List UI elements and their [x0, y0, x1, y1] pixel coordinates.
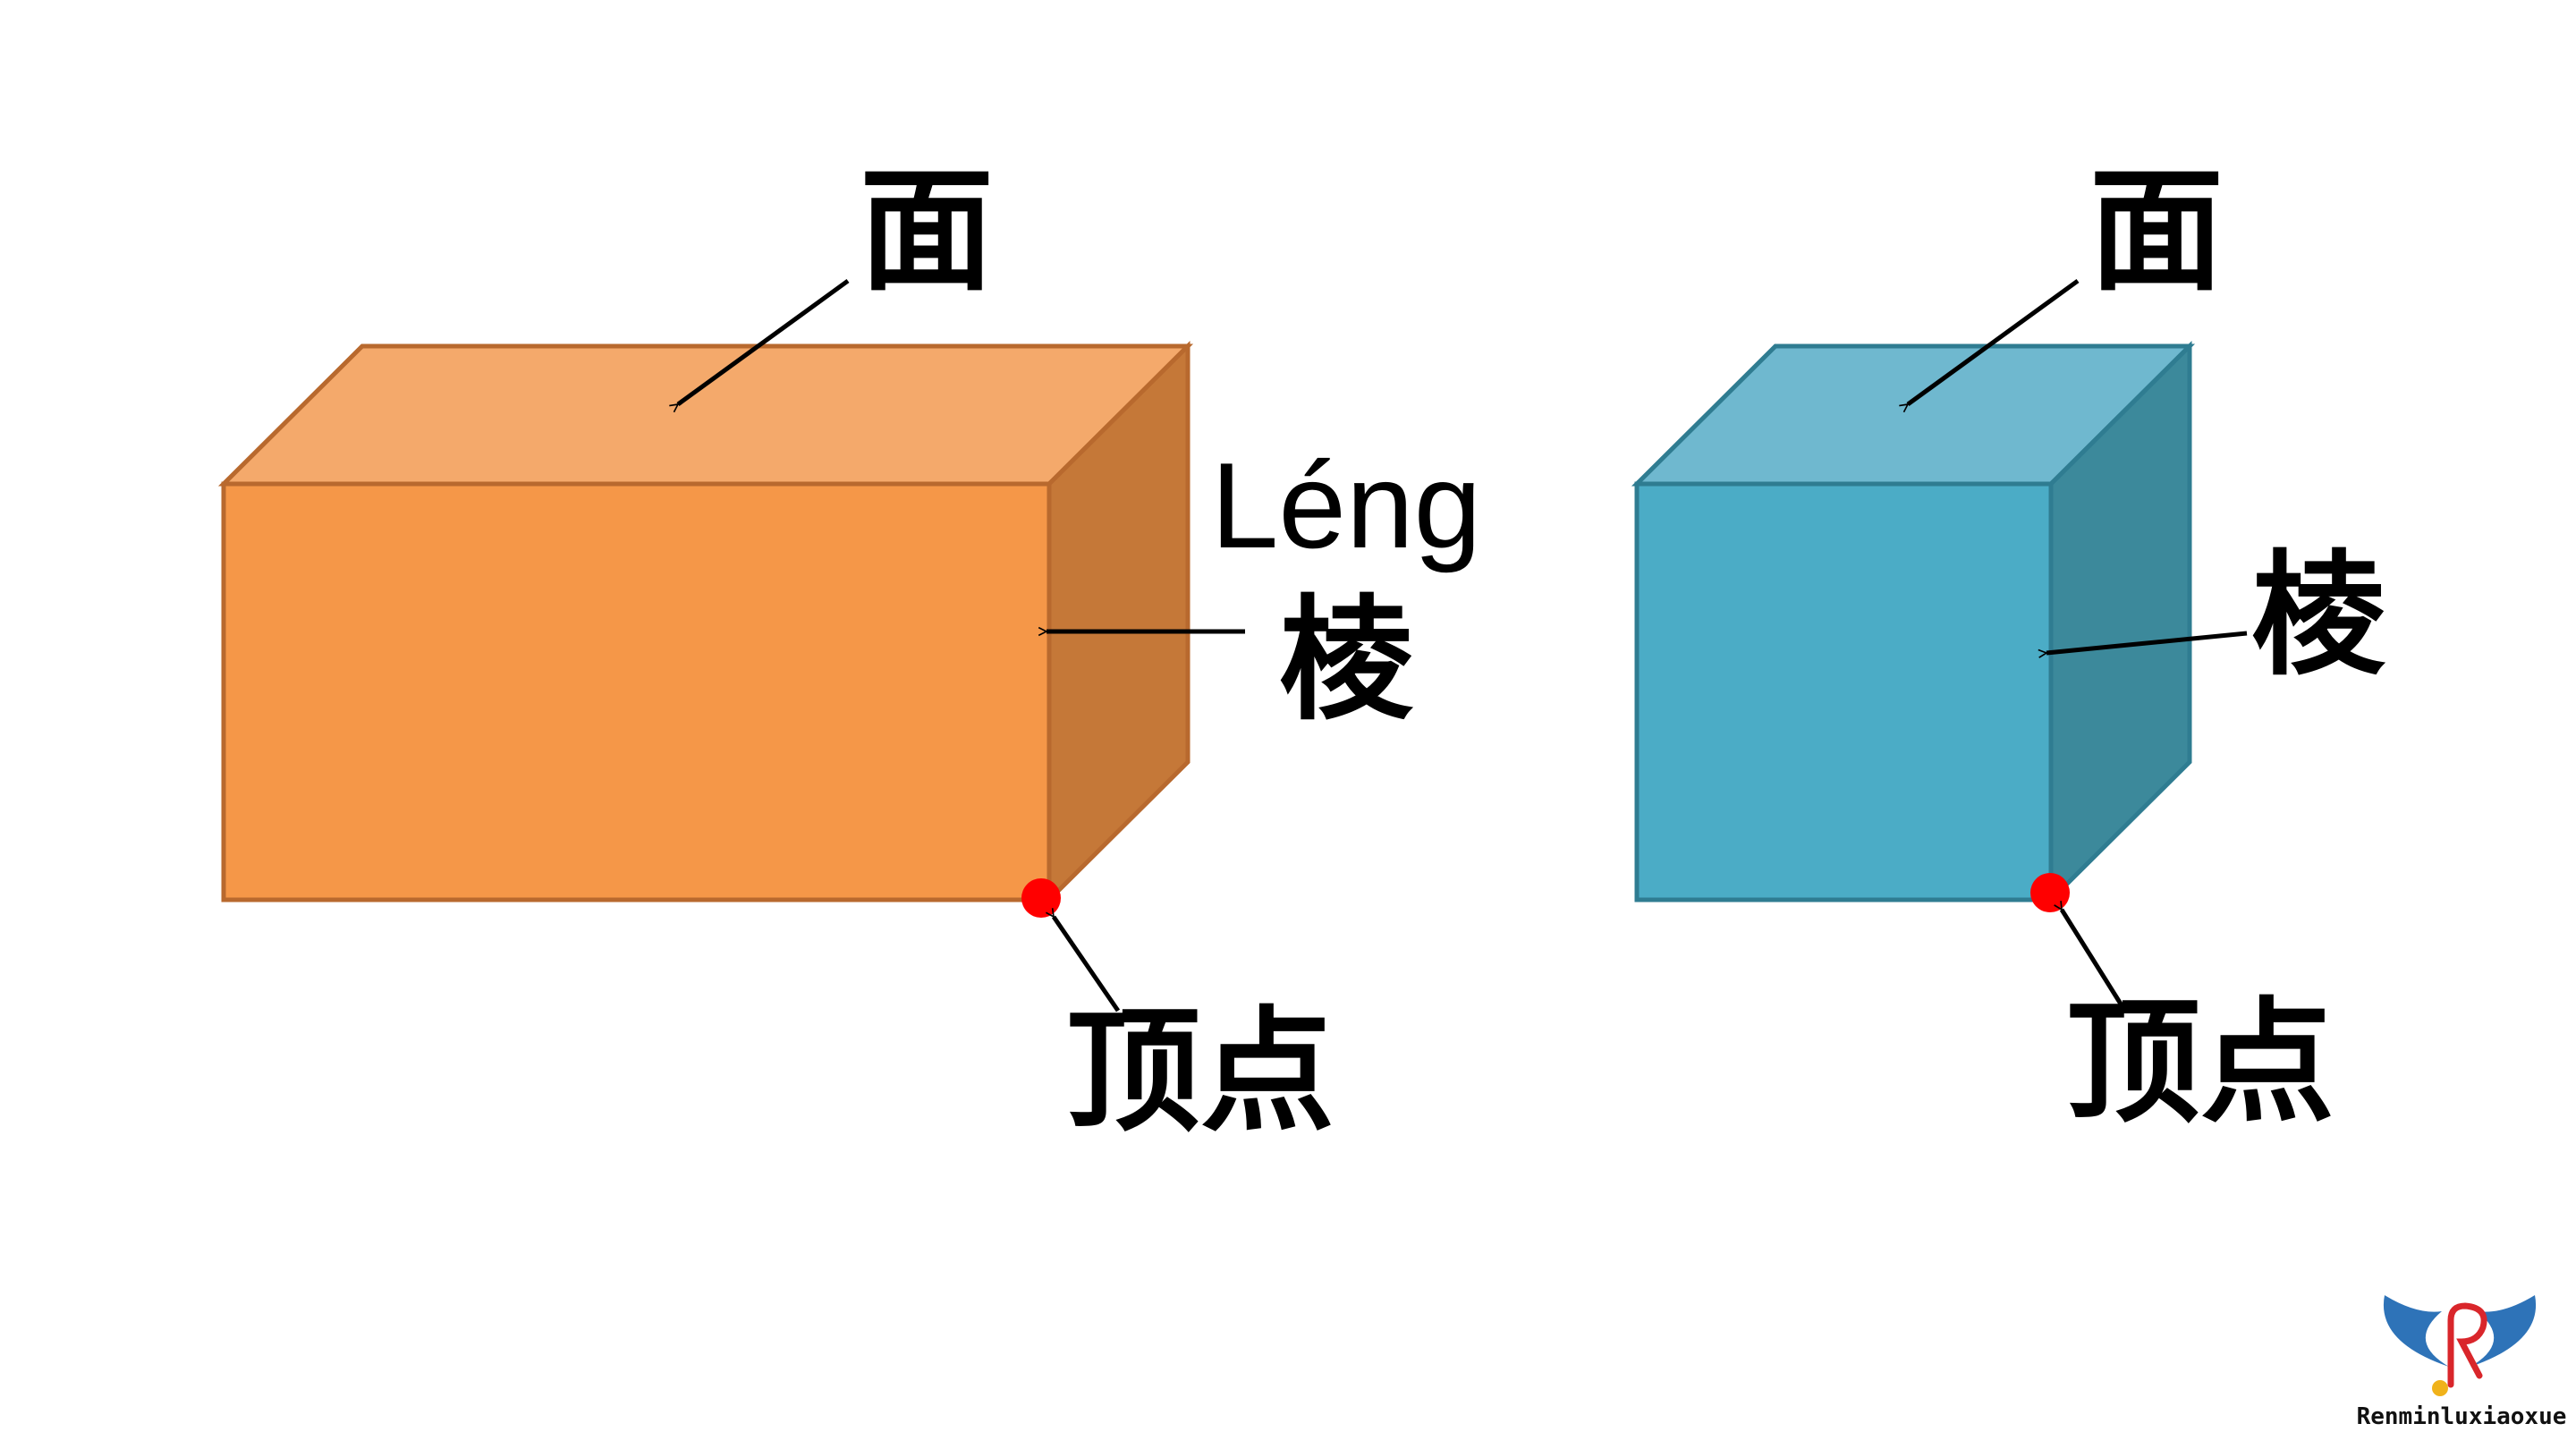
- cuboid-vertex-arrow: [1054, 917, 1121, 1013]
- logo-right-wing: [2470, 1295, 2537, 1367]
- cuboid: [217, 340, 1194, 906]
- cube-vertex-arrow: [2062, 910, 2124, 1007]
- cube-face-arrow: [1908, 278, 2080, 404]
- cuboid-front-face: [221, 481, 1052, 902]
- cube: [1631, 340, 2196, 906]
- cube-edge-label: 棱: [2251, 537, 2386, 694]
- cuboid-vertex-dot: [1021, 878, 1061, 918]
- logo-red-r: [2447, 1302, 2487, 1388]
- cube-vertex-label: 顶点: [2066, 984, 2334, 1141]
- cube-edge-arrow: [2046, 631, 2248, 653]
- logo-yellow-dot: [2432, 1380, 2448, 1396]
- cube-front-face: [1634, 481, 2054, 902]
- cube-face-label: 面: [2089, 152, 2224, 309]
- logo-text: Renminluxiaoxue: [2357, 1403, 2567, 1430]
- cuboid-edge-pinyin: Léng: [1211, 437, 1482, 573]
- cuboid-vertex-label: 顶点: [1066, 993, 1335, 1150]
- cuboid-edge-label: 棱: [1279, 581, 1414, 739]
- logo: Renminluxiaoxue: [2357, 1295, 2567, 1430]
- cuboid-face-label: 面: [860, 152, 994, 309]
- logo-left-wing: [2383, 1295, 2449, 1367]
- cuboid-top-face: [217, 343, 1194, 487]
- cuboid-face-arrow: [678, 278, 850, 404]
- cube-vertex-dot: [2030, 873, 2070, 912]
